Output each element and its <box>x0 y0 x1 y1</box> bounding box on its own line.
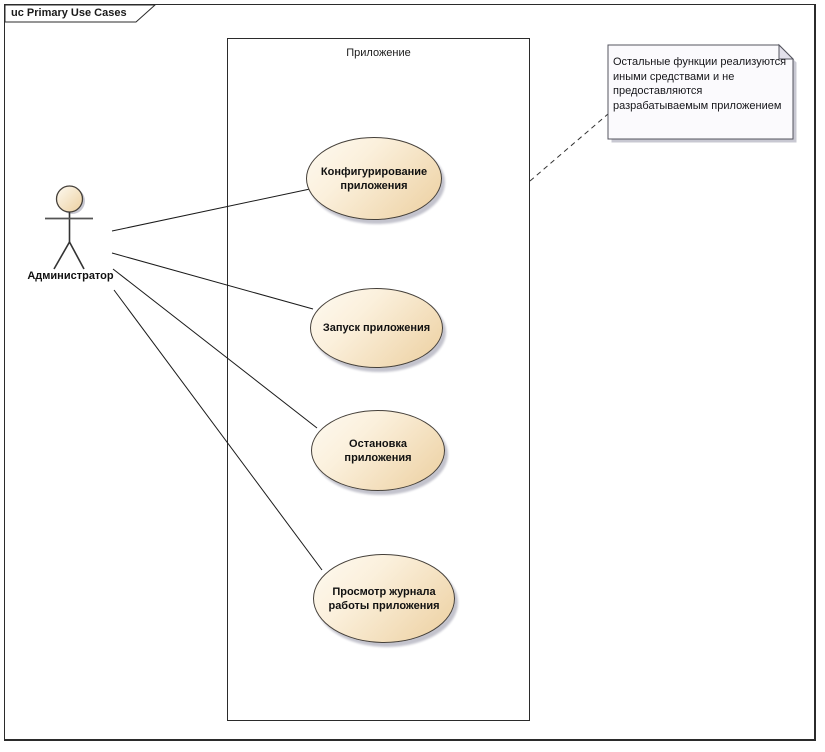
association-configure <box>111 188 311 232</box>
usecase-label: Конфигурирование приложения <box>320 165 428 192</box>
usecase-label: Запуск приложения <box>322 322 431 334</box>
system-boundary-label: Приложение <box>346 47 411 59</box>
frame-title: uc Primary Use Cases <box>11 7 127 19</box>
note-fold-icon <box>778 43 795 60</box>
actor-leg-right <box>68 241 85 270</box>
note-link <box>529 113 609 182</box>
usecase-view-log[interactable]: Просмотр журнала работы приложения <box>313 554 455 643</box>
association-stop <box>112 268 318 429</box>
usecase-stop-application[interactable]: Остановка приложения <box>311 410 445 491</box>
usecase-start-application[interactable]: Запуск приложения <box>310 288 443 368</box>
association-viewlog <box>113 289 323 571</box>
uml-frame-border <box>4 4 816 741</box>
frame-tab <box>4 4 157 23</box>
note-text: Остальные функции реализуются иными сред… <box>613 56 787 112</box>
actor-head <box>55 185 84 213</box>
note-body <box>607 44 794 140</box>
usecase-label: Просмотр журнала работы приложения <box>328 585 440 612</box>
usecase-configure-application[interactable]: Конфигурирование приложения <box>306 137 442 220</box>
actor-leg-left <box>53 241 71 270</box>
usecase-label: Остановка приложения <box>344 437 412 464</box>
note-shape[interactable] <box>607 43 797 143</box>
association-start <box>111 252 314 310</box>
system-boundary[interactable] <box>227 38 530 721</box>
actor-label: Администратор <box>27 270 114 282</box>
actor-administrator[interactable] <box>45 185 93 270</box>
